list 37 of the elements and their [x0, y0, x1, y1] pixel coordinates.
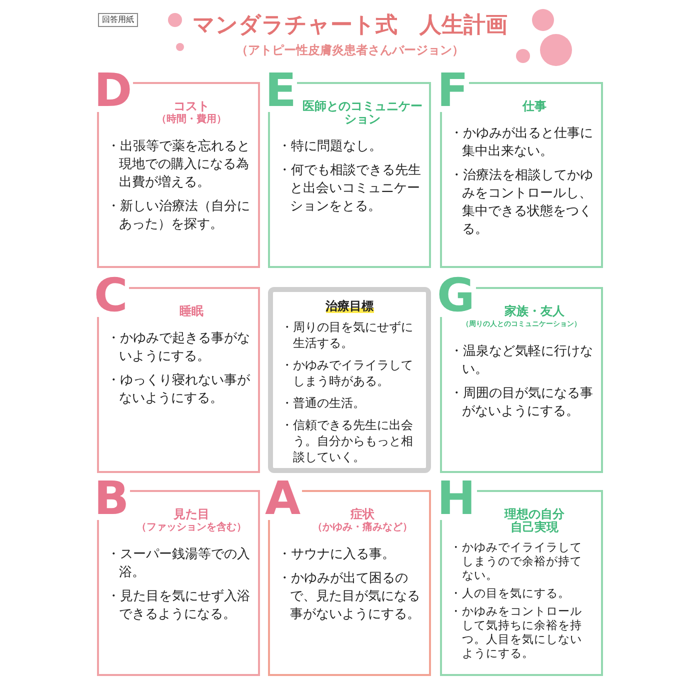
category-card: [268, 287, 431, 473]
category-subheading: （ファッションを含む）: [136, 521, 246, 534]
bullet-text: ・普通の生活。: [281, 395, 366, 411]
category-subheading: 自己実現: [510, 521, 558, 534]
category-heading: 症状: [350, 508, 374, 521]
bullet-text: ・特に問題なし。: [278, 138, 383, 156]
bullet-text: ・治療法を相談してかゆみをコントロールし、集中できる状態をつくる。: [450, 167, 593, 239]
category-heading: 理想の自分: [504, 508, 564, 521]
bullet-text: ・かゆみが出ると仕事に集中出来ない。: [450, 125, 593, 161]
bullet-text: ・ゆっくり寝れない事がないようにする。: [107, 372, 250, 408]
bullet-text: ・サウナに入る事。: [278, 546, 396, 564]
bullet-text: ・かゆみでイライラしてしまう時がある。: [281, 357, 414, 389]
bullet-text: ・人の目を気にする。: [450, 586, 571, 600]
bullet-text: ・出張等で薬を忘れると現地での購入になる為出費が増える。: [107, 138, 250, 192]
category-heading: 医師とのコミュニケーション: [302, 100, 424, 126]
bullet-text: ・かゆみで起きる事がないようにする。: [107, 330, 250, 366]
category-heading: コスト: [174, 100, 210, 113]
bullet-text: ・新しい治療法（自分にあった）を探す。: [107, 198, 250, 234]
bullet-text: ・かゆみでイライラしてしまうので余裕が持てない。: [450, 540, 583, 582]
form-label: 回答用紙: [98, 13, 138, 27]
subtitle: （アトピー性皮膚炎患者さんバージョン）: [235, 42, 465, 58]
category-heading: 睡眠: [180, 305, 204, 318]
category-heading: 仕事: [522, 100, 546, 113]
bullet-text: ・見た目を気にせず入浴できるようになる。: [107, 588, 250, 624]
bullet-text: ・信頼できる先生に出会う。自分からもっと相談していく。: [281, 417, 414, 465]
bullet-text: ・周りの目を気にせずに生活する。: [281, 319, 414, 351]
bullet-text: ・かゆみが出て困るので、見た目が気になる事がないようにする。: [278, 570, 421, 624]
category-heading: 見た目: [174, 508, 210, 521]
category-heading: 家族・友人: [504, 305, 564, 318]
bullet-text: ・スーパー銭湯等での入浴。: [107, 546, 250, 582]
category-subheading: （時間・費用）: [156, 113, 226, 126]
bullet-text: ・温泉など気軽に行けない。: [450, 343, 593, 379]
category-subheading: （かゆみ・痛みなど）: [312, 521, 412, 534]
bullet-text: ・何でも相談できる先生と出会いコミュニケーションをとる。: [278, 162, 421, 216]
title: マンダラチャート式 人生計画: [192, 12, 508, 40]
bullet-text: ・かゆみをコントロールして気持ちに余裕を持つ。人目を気にしないようにする。: [450, 604, 583, 660]
bullet-text: ・周囲の目が気になる事がないようにする。: [450, 385, 593, 421]
